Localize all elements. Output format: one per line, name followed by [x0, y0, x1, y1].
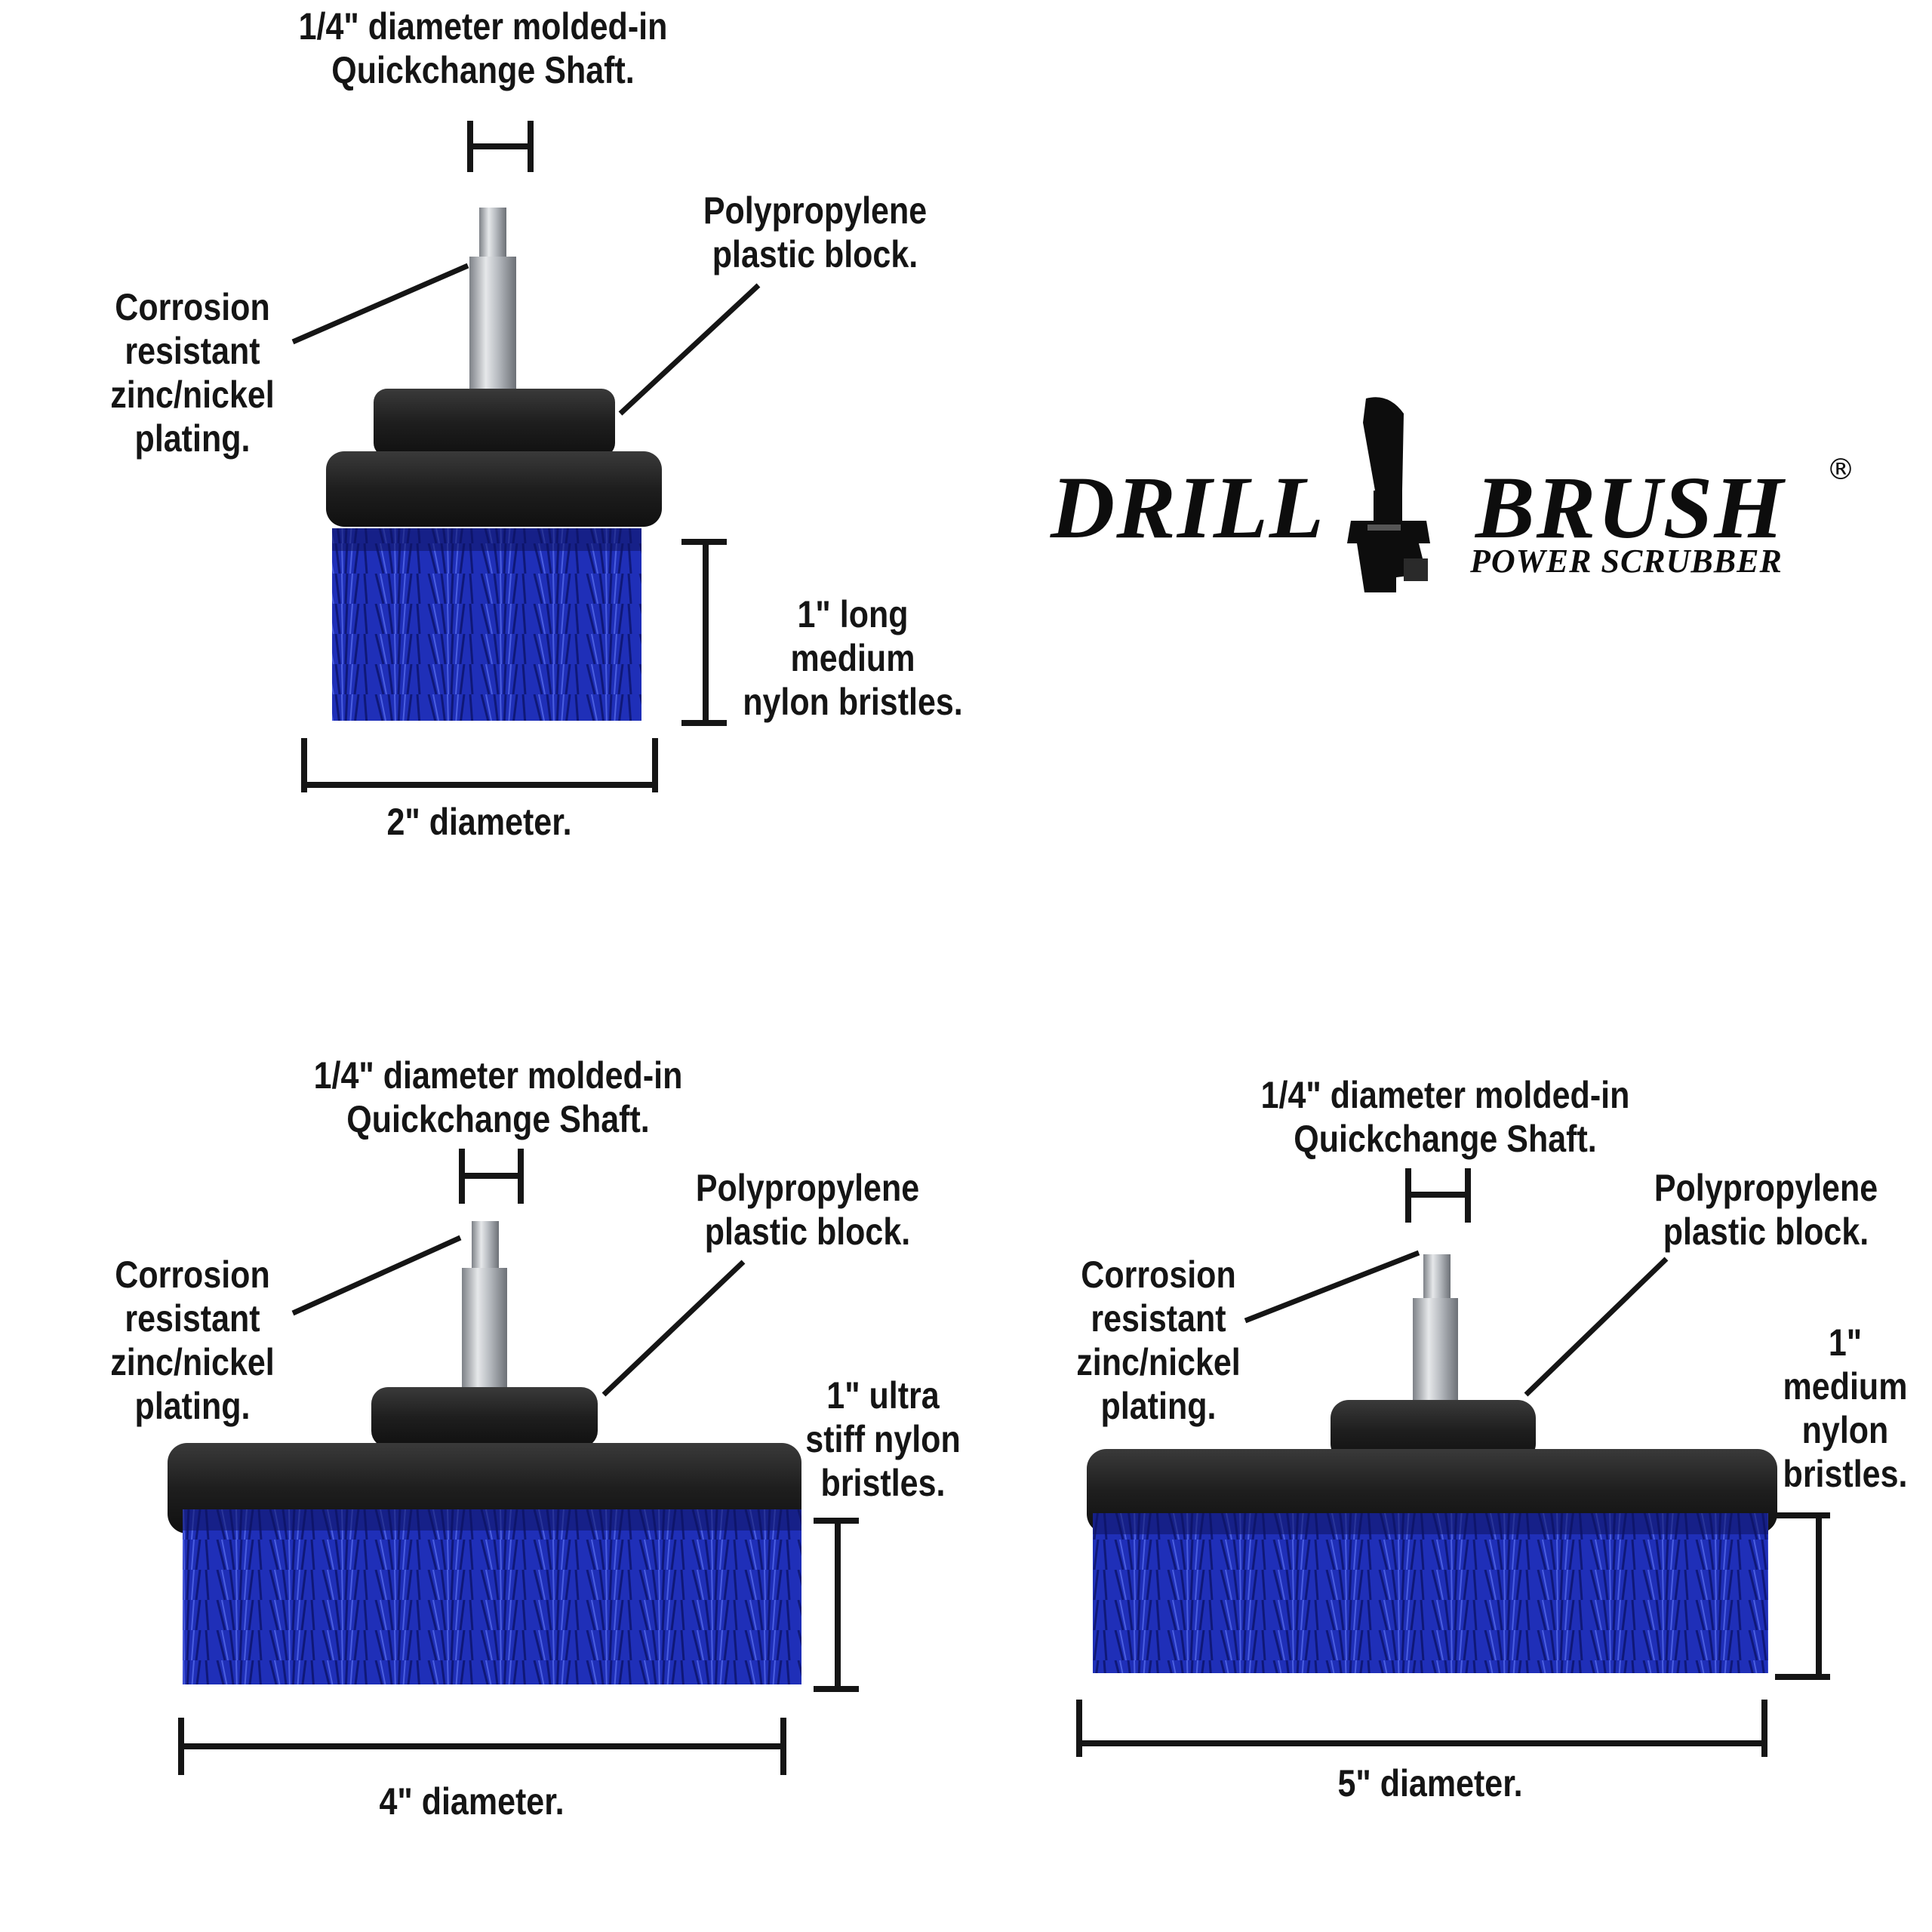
brush1-diameter-label: 2" diameter.	[386, 801, 572, 843]
brush1-plating-label: Corrosion resistant zinc/nickel plating.	[110, 286, 275, 460]
bristles	[183, 1509, 801, 1684]
brush3-bristles-label: 1" medium nylon bristles.	[1783, 1321, 1908, 1495]
hex-shaft-body	[469, 257, 516, 392]
brush2-plating-label: Corrosion resistant zinc/nickel plating.	[110, 1254, 275, 1427]
plastic-block-top	[1331, 1400, 1536, 1462]
brush-4-inch	[168, 1149, 859, 1775]
brush1-bristles-label: 1" long medium nylon bristles.	[743, 593, 963, 723]
plastic-block-top	[374, 389, 615, 457]
logo-tagline: POWER SCRUBBER	[1470, 543, 1783, 580]
dimension-marks	[178, 1149, 859, 1775]
registered-mark: ®	[1826, 453, 1855, 486]
brush3-block-label: Polypropylene plastic block.	[1654, 1167, 1878, 1253]
hex-shaft-body	[1413, 1298, 1458, 1407]
bristles	[332, 528, 641, 721]
logo-word-brush: BRUSH	[1475, 458, 1786, 557]
brush-5-inch	[1076, 1168, 1830, 1757]
brush3-diameter-label: 5" diameter.	[1337, 1762, 1523, 1804]
plastic-block-base	[326, 451, 662, 527]
brush1-shaft-label: 1/4" diameter molded-in Quickchange Shaf…	[298, 5, 668, 91]
plastic-block-base	[1087, 1449, 1777, 1534]
brush-2-inch	[291, 121, 761, 792]
brush3-shaft-label: 1/4" diameter molded-in Quickchange Shaf…	[1260, 1074, 1630, 1160]
bristles	[1093, 1513, 1768, 1673]
brush3-plating-label: Corrosion resistant zinc/nickel plating.	[1076, 1254, 1241, 1427]
dimension-marks	[291, 121, 761, 792]
dimension-marks	[1076, 1168, 1830, 1757]
drill-brush-mascot-icon	[1347, 397, 1430, 592]
plastic-block-top	[371, 1387, 598, 1447]
brush2-block-label: Polypropylene plastic block.	[695, 1167, 920, 1253]
hex-shaft-body	[462, 1268, 507, 1400]
brush2-diameter-label: 4" diameter.	[379, 1780, 565, 1823]
brush2-bristles-label: 1" ultra stiff nylon bristles.	[805, 1374, 961, 1504]
brush2-shaft-label: 1/4" diameter molded-in Quickchange Shaf…	[313, 1054, 683, 1140]
brush1-block-label: Polypropylene plastic block.	[703, 189, 928, 275]
logo-word-drill: DRILL	[1051, 458, 1325, 557]
